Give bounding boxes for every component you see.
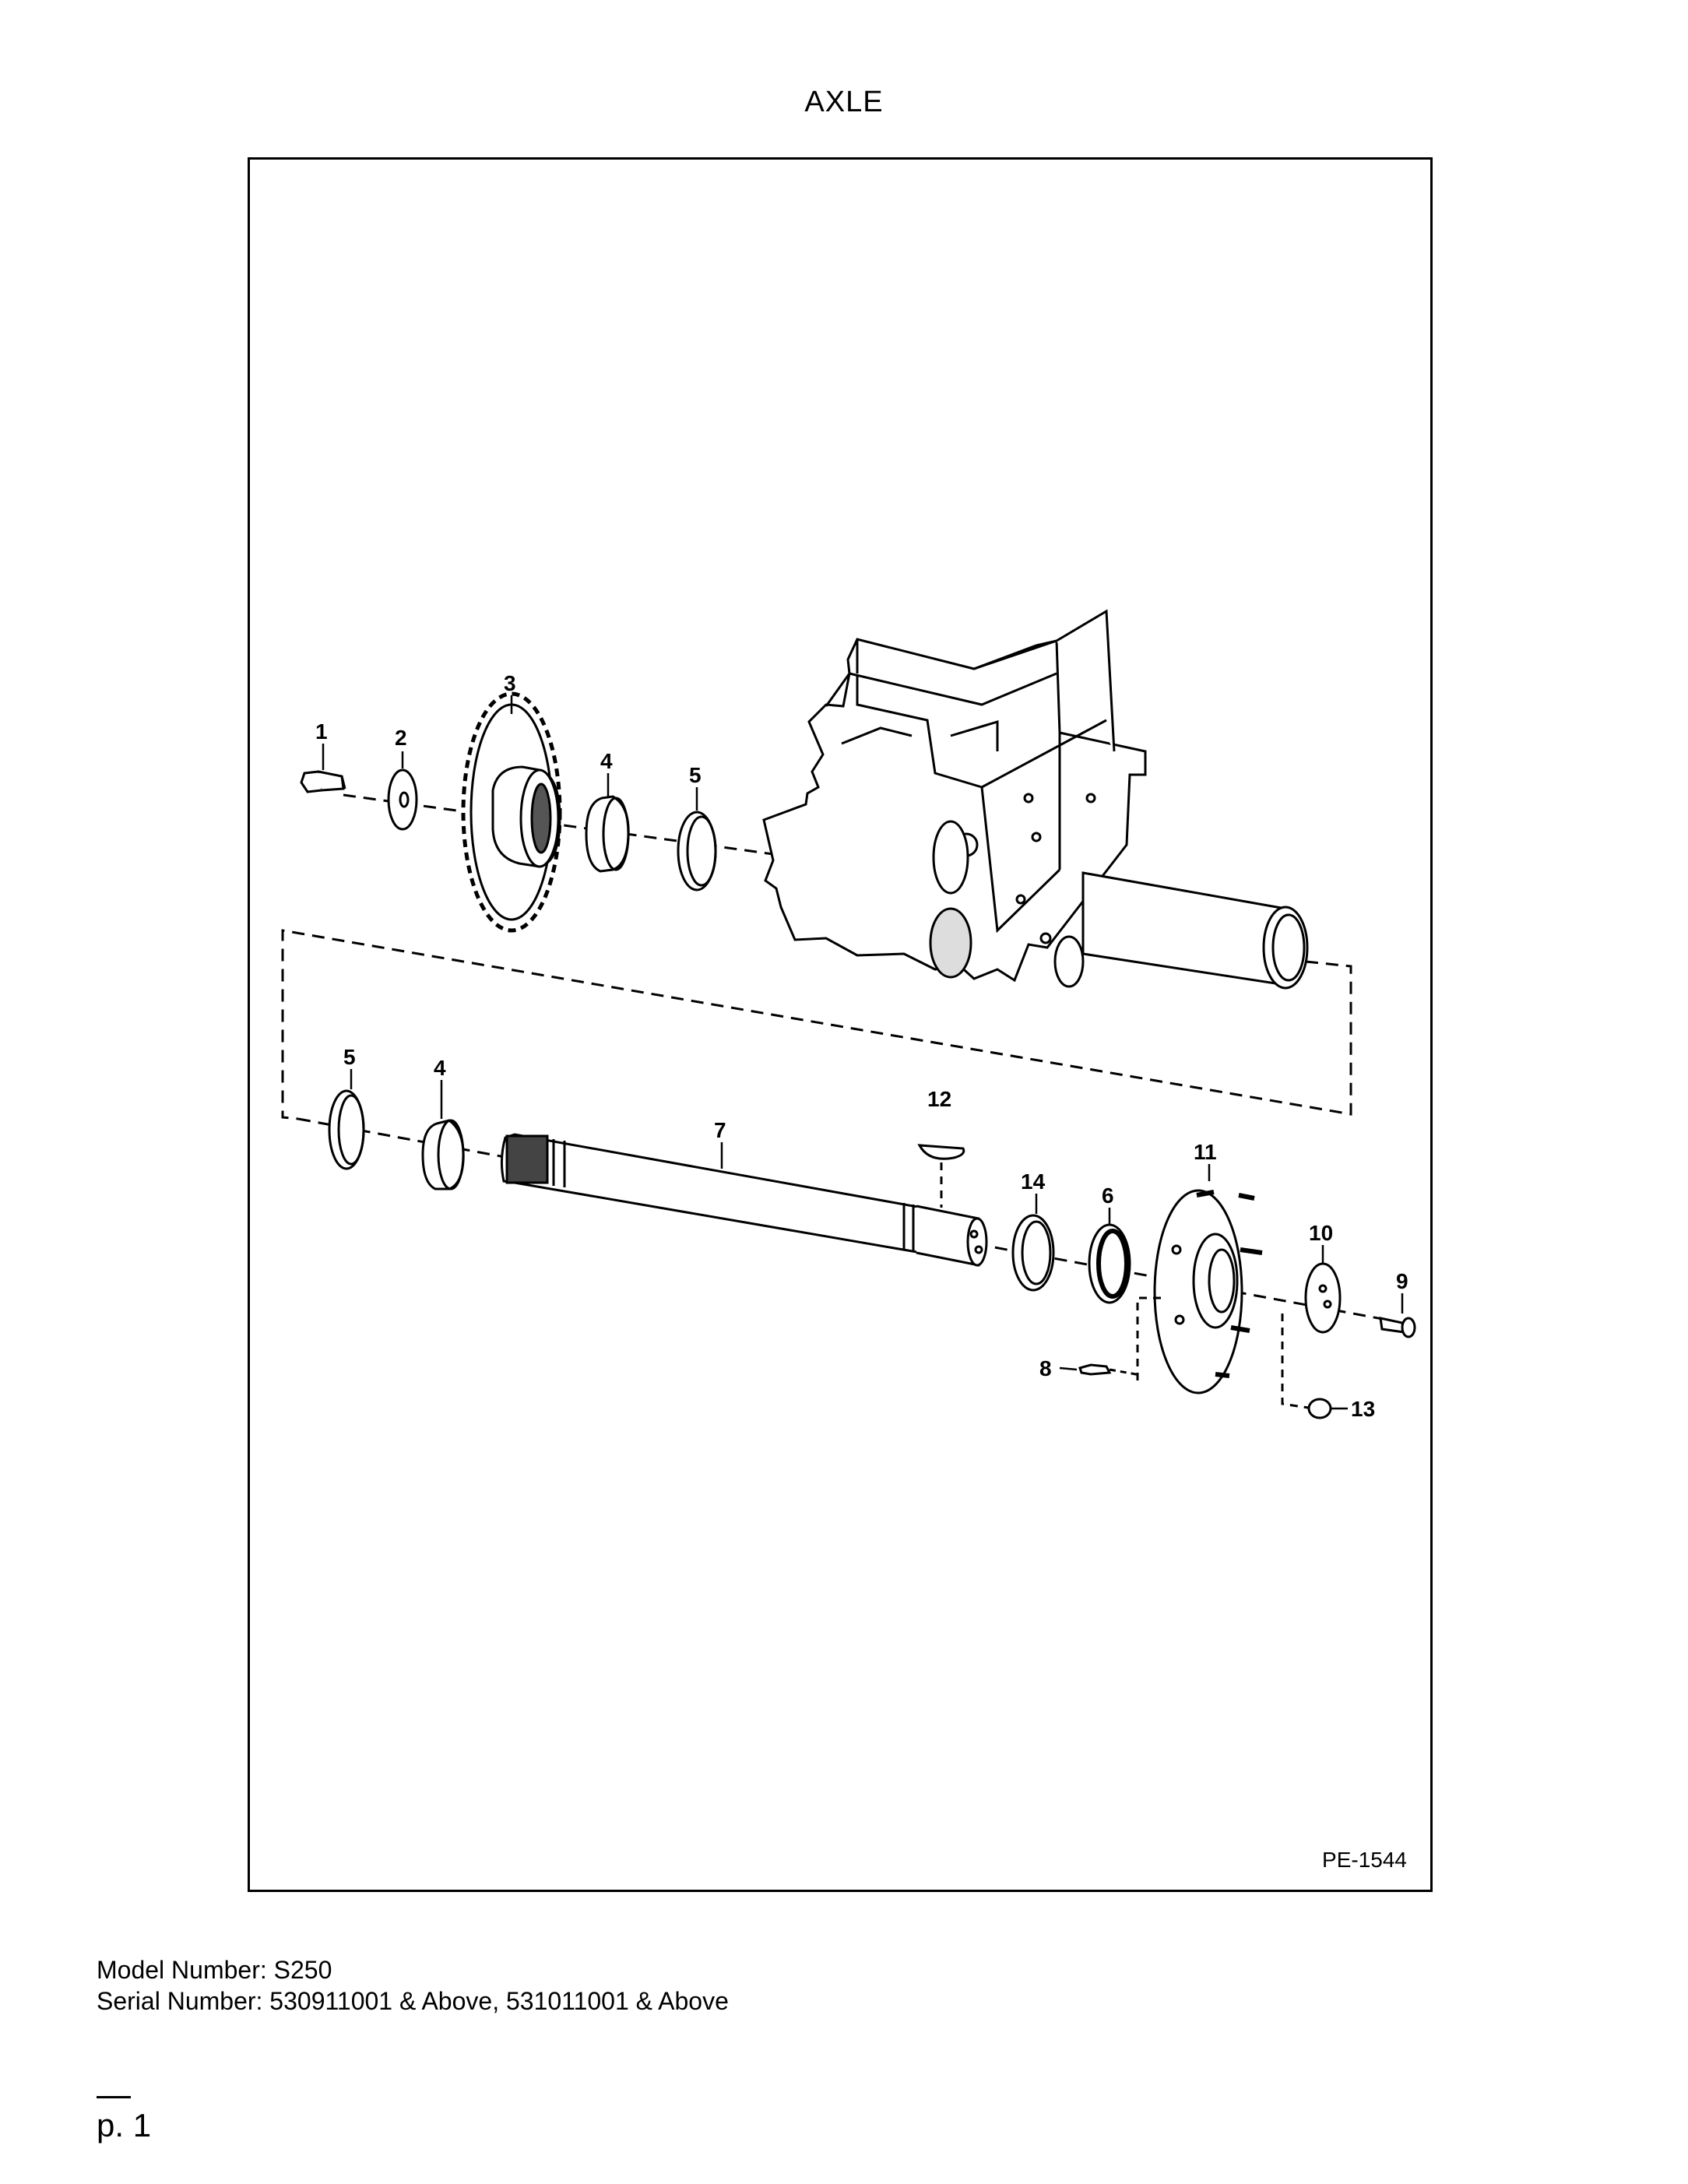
part-8-stud [1078, 1296, 1161, 1380]
part-5-ring-lower [328, 1089, 365, 1170]
part-10-plate [1304, 1262, 1342, 1334]
callout-13: 13 [1351, 1397, 1375, 1421]
page-number: p. 1 [97, 2107, 152, 2144]
part-6-seal [1088, 1223, 1131, 1304]
drawing-id: PE-1544 [1322, 1848, 1407, 1872]
callout-11: 11 [1194, 1140, 1217, 1164]
callout-10: 10 [1309, 1221, 1333, 1245]
part-7-axle-shaft [500, 1133, 988, 1267]
axle-exploded-diagram: 1 2 3 4 5 5 4 7 12 14 6 11 10 9 8 13 [281, 609, 1416, 1421]
model-number: Model Number: S250 [97, 1956, 332, 1984]
callout-7: 7 [714, 1118, 726, 1142]
part-11-hub [1153, 1189, 1263, 1394]
page-number-rule [97, 2096, 131, 2098]
part-14-ring [1011, 1214, 1055, 1292]
callout-14: 14 [1021, 1169, 1046, 1194]
serial-number: Serial Number: 530911001 & Above, 531011… [97, 1987, 729, 2015]
part-3-sprocket [461, 691, 562, 933]
transfer-dashed-path [281, 929, 1352, 1120]
callout-9: 9 [1396, 1269, 1408, 1293]
part-5-ring-upper [677, 811, 717, 892]
part-4-bearing-lower [421, 1119, 465, 1190]
callout-1: 1 [315, 719, 328, 744]
page-title: AXLE [804, 86, 884, 118]
axle-housing-frame [762, 609, 1309, 990]
callout-4-upper: 4 [600, 749, 613, 773]
part-12-woodruff-key [917, 1144, 965, 1208]
part-9-bolt [1379, 1317, 1416, 1338]
callout-2: 2 [395, 726, 407, 750]
callout-5-upper: 5 [689, 763, 702, 787]
callout-6: 6 [1102, 1183, 1114, 1208]
callout-8: 8 [1039, 1356, 1052, 1380]
callout-5-lower: 5 [343, 1045, 356, 1069]
part-2-washer [387, 768, 418, 831]
callout-12: 12 [927, 1087, 951, 1111]
leader-lines [322, 695, 1404, 1410]
diagram-frame: 1 2 3 4 5 5 4 7 12 14 6 11 10 9 8 13 PE-… [248, 157, 1433, 1892]
callout-4-lower: 4 [434, 1056, 446, 1080]
part-4-bearing-upper [585, 795, 630, 873]
part-1-bolt [300, 770, 346, 793]
callout-3: 3 [504, 671, 516, 695]
